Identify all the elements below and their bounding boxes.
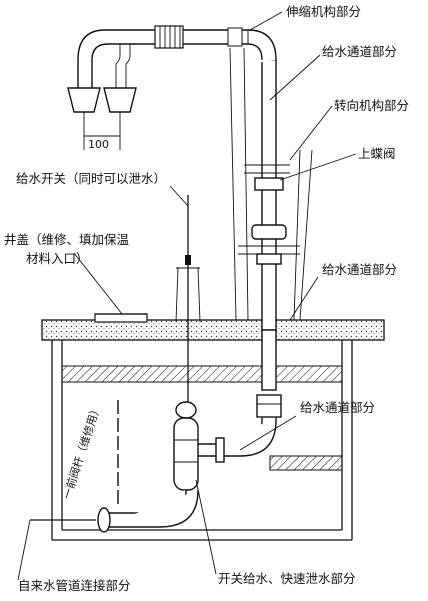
label-telescoping: 伸缩机构部分	[286, 4, 361, 19]
supply-switch	[175, 195, 201, 410]
lower-supply-pipe	[198, 417, 277, 463]
ground-slab	[41, 313, 385, 341]
tap-water-pipe	[30, 489, 199, 533]
label-well-cover-2: 材料入口）	[26, 251, 89, 266]
support-frame	[229, 47, 313, 321]
dimension-label: 100	[88, 138, 109, 151]
label-rotating: 转向机构部分	[334, 98, 409, 113]
leader-lines	[17, 11, 357, 581]
dimension-100: 100	[83, 112, 121, 151]
nozzle-left	[67, 87, 101, 113]
upper-butterfly-valve	[251, 177, 287, 265]
label-switch-drain: 开关给水、快速泄水部分	[218, 571, 356, 586]
nozzle-right	[103, 87, 137, 113]
valve-body	[173, 401, 199, 491]
label-upper-valve: 上蝶阀	[358, 146, 396, 161]
label-well-cover-1: 井盖（维修、填加保温	[4, 232, 130, 247]
label-supply-mid: 给水通道部分	[322, 262, 397, 277]
label-tap-connection: 自来水管道连接部分	[18, 578, 131, 593]
label-supply-top: 给水通道部分	[322, 44, 397, 59]
label-supply-low: 给水通道部分	[300, 400, 375, 415]
label-supply-switch: 给水开关（同时可以泄水）	[16, 171, 166, 186]
label-valve-rod: 一前阀杆（维修用）	[60, 402, 104, 500]
top-supply-pipe	[77, 25, 277, 88]
